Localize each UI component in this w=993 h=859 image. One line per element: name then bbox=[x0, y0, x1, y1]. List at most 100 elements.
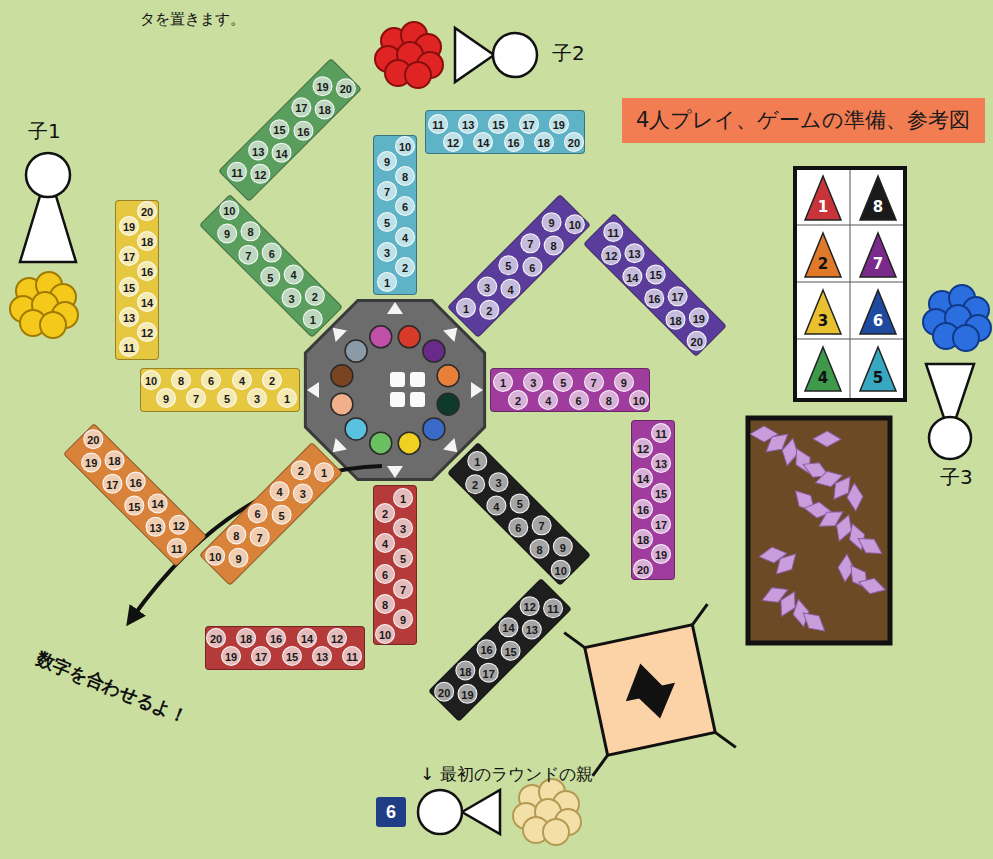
track-number: 20 bbox=[336, 78, 356, 98]
track-number: 14 bbox=[473, 132, 493, 152]
track-number: 12 bbox=[169, 514, 189, 534]
track-number: 4 bbox=[395, 227, 415, 247]
track-number: 3 bbox=[247, 388, 267, 408]
diamond-tile bbox=[813, 431, 841, 447]
track-number: 13 bbox=[458, 114, 478, 134]
triangle-outline bbox=[803, 345, 843, 393]
score-track: 11121314151617181920 bbox=[425, 110, 585, 154]
track-number: 4 bbox=[538, 390, 558, 410]
color-triangle: 7 bbox=[858, 231, 898, 279]
start-marker bbox=[562, 602, 738, 778]
track-number: 9 bbox=[614, 372, 634, 392]
pawn-head bbox=[418, 790, 462, 834]
score-track: 12345678910 bbox=[490, 368, 650, 412]
white-tile bbox=[410, 372, 425, 387]
triangle-outline bbox=[803, 174, 843, 222]
track-number: 3 bbox=[523, 372, 543, 392]
track-number: 10 bbox=[220, 200, 240, 220]
triangle-outline bbox=[858, 345, 898, 393]
player-label: 子2 bbox=[552, 40, 585, 67]
track-number: 6 bbox=[395, 197, 415, 217]
track-number: 4 bbox=[232, 370, 252, 390]
track-number: 14 bbox=[297, 628, 317, 648]
pawn-head bbox=[493, 33, 537, 77]
color-spot bbox=[437, 393, 459, 415]
triangle-shape bbox=[860, 290, 896, 334]
track-number: 20 bbox=[434, 682, 454, 702]
triangle-shape bbox=[860, 347, 896, 391]
track-number: 6 bbox=[522, 257, 542, 277]
color-triangle: 5 bbox=[858, 345, 898, 393]
track-number: 7 bbox=[239, 245, 259, 265]
track-number: 18 bbox=[104, 450, 124, 470]
direction-marker bbox=[333, 328, 347, 342]
triangle-shape bbox=[805, 290, 841, 334]
track-number: 2 bbox=[291, 460, 311, 480]
color-spot bbox=[370, 326, 392, 348]
color-card bbox=[795, 168, 905, 400]
pawn-body bbox=[20, 196, 76, 262]
track-number: 19 bbox=[313, 76, 333, 96]
track-number: 17 bbox=[651, 514, 671, 534]
board-octagon bbox=[305, 300, 484, 479]
card-number: 6 bbox=[858, 311, 898, 331]
track-number: 17 bbox=[102, 474, 122, 494]
track-number: 20 bbox=[564, 132, 584, 152]
track-number: 6 bbox=[248, 503, 268, 523]
score-track: 12345678910 bbox=[199, 442, 343, 586]
track-number: 17 bbox=[251, 646, 271, 666]
tile-number: 6 bbox=[376, 797, 406, 827]
track-number: 8 bbox=[375, 594, 395, 614]
player-label: タを置きます。 bbox=[140, 10, 245, 29]
track-number: 1 bbox=[456, 298, 476, 318]
track-number: 10 bbox=[205, 545, 225, 565]
score-track: 11121314151617181920 bbox=[63, 423, 207, 567]
marker-square bbox=[585, 625, 715, 755]
track-number: 5 bbox=[498, 255, 518, 275]
track-number: 10 bbox=[375, 624, 395, 644]
track-number: 16 bbox=[293, 121, 313, 141]
marker-leg bbox=[689, 604, 711, 625]
triangle-shape bbox=[805, 233, 841, 277]
track-number: 19 bbox=[457, 684, 477, 704]
diamond-tile bbox=[856, 574, 887, 597]
triangle-outline bbox=[858, 231, 898, 279]
track-number: 15 bbox=[124, 495, 144, 515]
track-number: 12 bbox=[251, 164, 271, 184]
track-number: 3 bbox=[477, 277, 497, 297]
diamond-tile bbox=[846, 483, 863, 512]
score-track: 12345678910 bbox=[447, 194, 591, 338]
track-number: 19 bbox=[651, 544, 671, 564]
track-number: 11 bbox=[167, 538, 187, 558]
color-triangle: 1 bbox=[803, 174, 843, 222]
track-number: 18 bbox=[315, 99, 335, 119]
card-divider bbox=[797, 282, 903, 283]
track-number: 18 bbox=[665, 310, 685, 330]
track-number: 8 bbox=[171, 370, 191, 390]
track-number: 3 bbox=[293, 483, 313, 503]
track-number: 1 bbox=[277, 388, 297, 408]
track-number: 20 bbox=[633, 559, 653, 579]
track-number: 12 bbox=[633, 438, 653, 458]
track-number: 9 bbox=[377, 151, 397, 171]
track-number: 19 bbox=[689, 308, 709, 328]
score-track: 11121314151617181920 bbox=[631, 420, 675, 580]
score-track: 12345678910 bbox=[447, 442, 591, 586]
curved-arrow bbox=[132, 466, 382, 618]
dealer-note: ↓ 最初のラウンドの親 bbox=[420, 763, 593, 786]
track-number: 7 bbox=[584, 372, 604, 392]
score-track: 11121314151617181920 bbox=[205, 626, 365, 670]
track-number: 5 bbox=[260, 267, 280, 287]
track-number: 7 bbox=[520, 234, 540, 254]
token bbox=[953, 325, 979, 351]
token-pile bbox=[513, 779, 581, 845]
color-spot bbox=[423, 340, 445, 362]
track-number: 14 bbox=[147, 493, 167, 513]
track-number: 5 bbox=[272, 505, 292, 525]
track-number: 13 bbox=[521, 620, 541, 640]
track-number: 14 bbox=[272, 142, 292, 162]
track-number: 6 bbox=[569, 390, 589, 410]
track-number: 15 bbox=[646, 265, 666, 285]
